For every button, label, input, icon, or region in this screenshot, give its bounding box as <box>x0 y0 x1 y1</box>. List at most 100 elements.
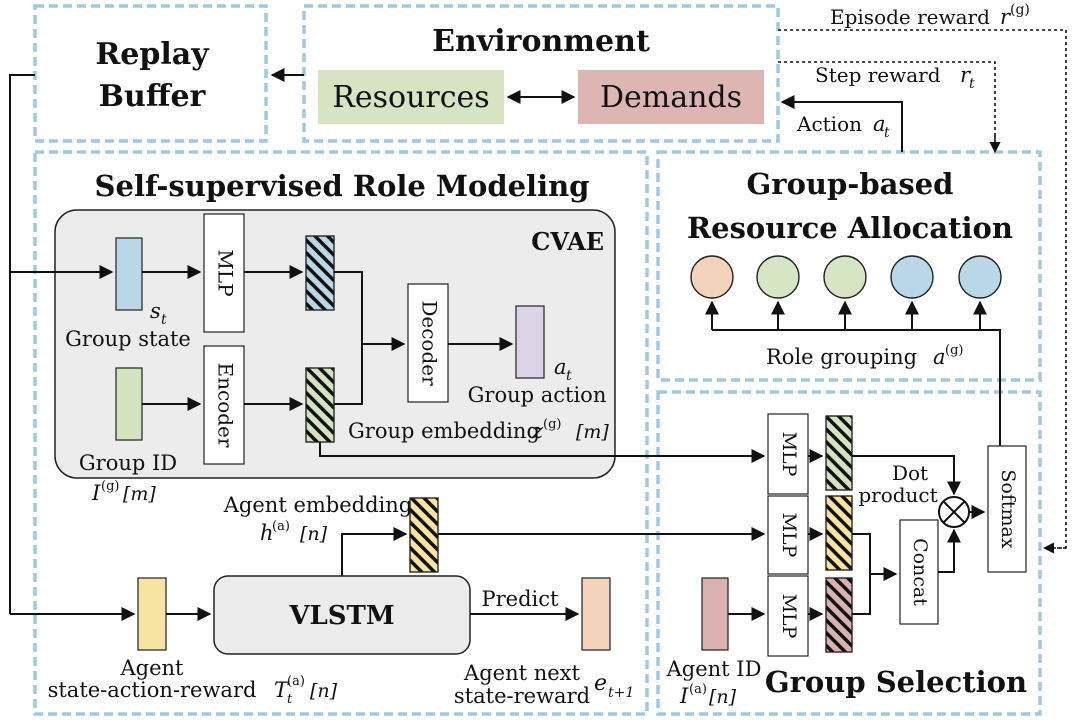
selection-mlp-2 <box>767 495 809 575</box>
action-arrow <box>780 95 903 152</box>
role-modeling-frame <box>33 150 649 716</box>
action-sub: t <box>884 125 890 141</box>
episode-reward-sup: (g) <box>1010 2 1030 18</box>
replay-buffer-line1: Replay <box>95 37 210 72</box>
group-id-sup: (g) <box>101 479 119 494</box>
sel-id-emb-hatch <box>825 577 853 653</box>
decoder-label: Decoder <box>418 300 442 386</box>
cvae-title: CVAE <box>531 227 604 256</box>
group-embedding-hatch <box>305 367 335 443</box>
agent-embedding-hatch <box>409 497 439 573</box>
selection-mlp-2-label: MLP <box>778 513 800 558</box>
agent-id-index: [n] <box>709 686 737 708</box>
group-action-label: Group action <box>468 383 607 407</box>
agent-sar-index: [n] <box>310 680 338 702</box>
sel-group-emb-hatch <box>825 415 853 491</box>
agent-emb-to-concat-line <box>852 533 871 574</box>
episode-reward-symbol: r <box>1000 5 1012 29</box>
state-embedding-hatch <box>305 235 335 311</box>
softmax-to-roles-line <box>712 329 1001 446</box>
step-reward-sub: t <box>969 76 975 92</box>
agent-embedding-sup: (a) <box>272 519 290 534</box>
agent-sar-line2: state-action-reward <box>48 678 257 702</box>
group-state-label: Group state <box>65 327 191 351</box>
agent-sar-symbol: T <box>274 678 290 702</box>
agent-id-symbol: I <box>679 684 689 708</box>
group-emb-to-dot-arrow <box>852 455 961 496</box>
agent-next-symbol: e <box>594 671 607 696</box>
episode-reward-label: Episode reward <box>830 5 990 29</box>
role-grouping-sup: (g) <box>945 343 963 358</box>
resources-label: Resources <box>332 80 489 115</box>
group-action-sub: t <box>566 368 572 384</box>
agent-sar-block <box>137 577 167 651</box>
selection-mlp-1-label: MLP <box>778 432 800 477</box>
vlstm-label: VLSTM <box>288 601 394 631</box>
group-state-block <box>115 237 143 311</box>
agent-next-line2: state-reward <box>454 684 590 708</box>
role-modeling-title: Self-supervised Role Modeling <box>95 169 590 203</box>
group-id-label: Group ID <box>79 451 177 475</box>
agent-sar-sub: t <box>287 692 293 707</box>
agent-id-block <box>701 577 729 651</box>
group-emb-to-mlp-line <box>319 442 762 457</box>
agent-id-sup: (a) <box>689 682 707 697</box>
resources-box <box>318 70 504 124</box>
group-state-sub: t <box>161 312 167 328</box>
concat-to-dot-arrow <box>938 528 961 573</box>
agent-embedding-index: [n] <box>300 523 328 545</box>
agent-next-line1: Agent next <box>463 661 580 685</box>
id-emb-to-concat-line <box>852 574 871 615</box>
group-embedding-label: Group embedding <box>348 419 540 443</box>
allocation-title-line2: Resource Allocation <box>687 211 1013 245</box>
selection-mlp-3-label: MLP <box>778 594 800 639</box>
agent-id-label: Agent ID <box>666 657 762 681</box>
allocation-title-line1: Group-based <box>747 167 954 201</box>
cvae-mlp-label: MLP <box>214 249 238 296</box>
group-selection-frame <box>656 390 1042 716</box>
softmax-label: Softmax <box>997 469 1019 548</box>
environment-frame <box>302 4 780 143</box>
group-action-block <box>515 305 545 379</box>
concat-label: Concat <box>909 538 931 606</box>
group-embedding-sup: (g) <box>543 417 561 432</box>
role-circle-3 <box>823 255 867 299</box>
group-id-symbol: I <box>91 481 101 505</box>
agent-sar-line1: Agent <box>120 656 185 680</box>
role-circle-1 <box>690 255 734 299</box>
group-id-index: [m] <box>123 483 156 505</box>
dot-product-line1: Dot <box>892 461 928 485</box>
dot-product-line2: product <box>858 483 937 507</box>
agent-embedding-symbol: h <box>260 521 274 545</box>
selection-mlp-1 <box>767 413 809 495</box>
encoder-label: Encoder <box>214 363 238 448</box>
dot-product-cross-2 <box>942 500 966 524</box>
group-selection-title: Group Selection <box>765 665 1027 699</box>
decoder-box <box>407 283 449 403</box>
step-reward-label: Step reward <box>815 63 941 87</box>
demands-box <box>578 70 764 124</box>
role-grouping-label: Role grouping <box>766 345 917 369</box>
group-embedding-symbol: z <box>531 419 544 443</box>
agent-embedding-label: Agent embedding <box>223 493 412 517</box>
agent-next-block <box>581 577 611 651</box>
agent-next-sub: t+1 <box>608 685 634 701</box>
role-circle-4 <box>890 255 934 299</box>
group-embedding-index: [m] <box>576 421 609 443</box>
softmax-box <box>987 445 1027 573</box>
role-circle-2 <box>756 255 800 299</box>
episode-reward-path <box>778 29 1067 549</box>
environment-title: Environment <box>432 24 650 59</box>
agent-sar-sup: (a) <box>287 674 305 689</box>
group-action-symbol: a <box>554 355 567 379</box>
role-circle-5 <box>958 255 1002 299</box>
selection-mlp-3 <box>767 575 809 657</box>
step-reward-path <box>778 61 996 150</box>
group-state-symbol: s <box>150 299 161 323</box>
step-reward-symbol: r <box>960 63 972 87</box>
sel-agent-emb-hatch <box>825 495 853 571</box>
replay-buffer-frame <box>33 4 268 143</box>
group-id-block <box>115 367 143 441</box>
